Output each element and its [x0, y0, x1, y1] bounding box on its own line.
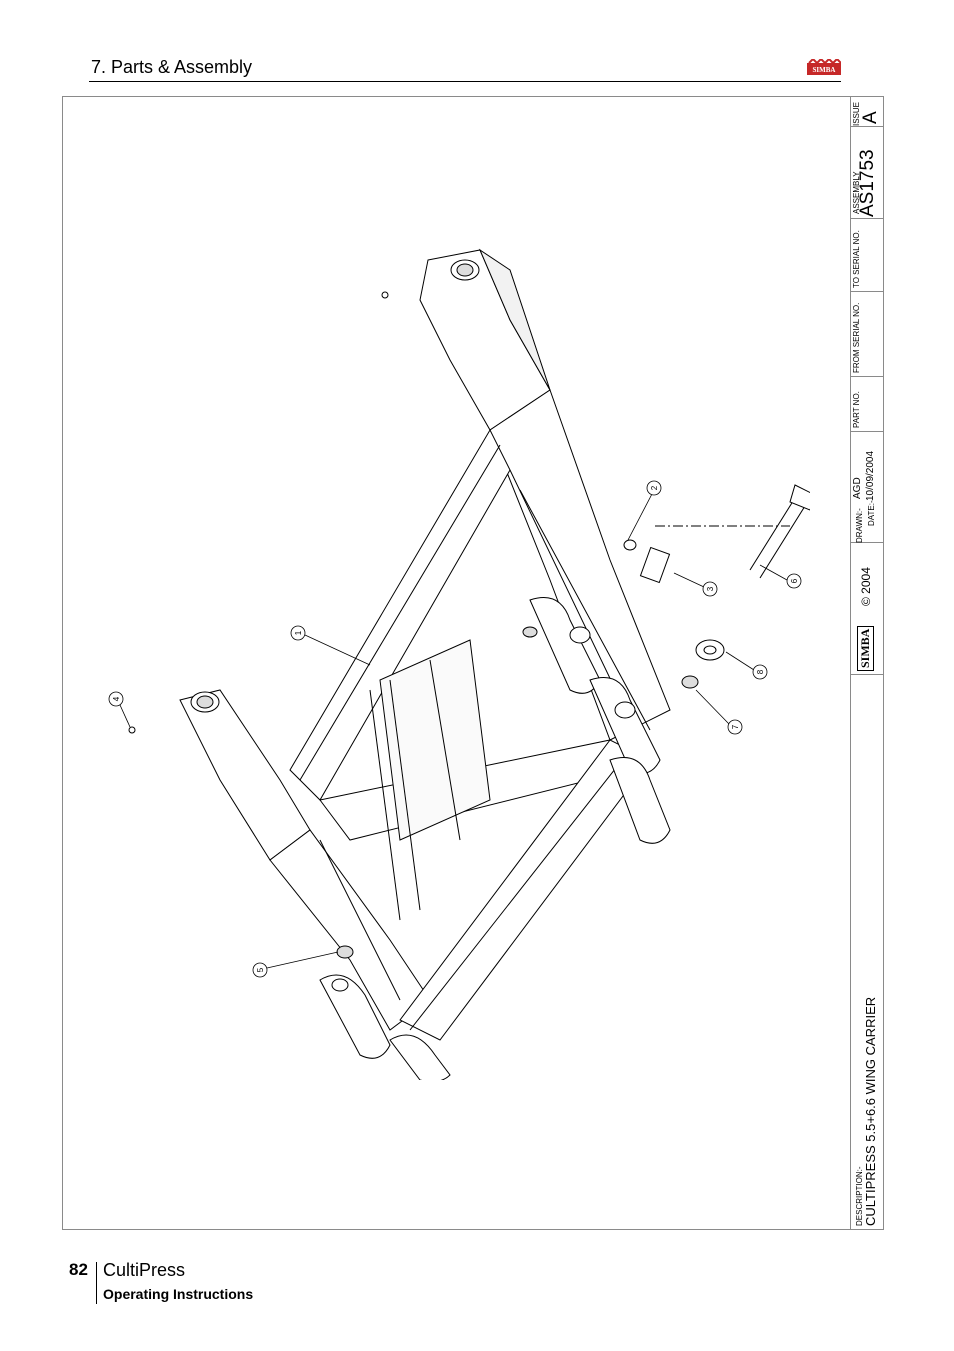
footer-divider: [96, 1262, 97, 1304]
callout-label-7: 7: [731, 724, 740, 729]
callout-2: [646, 480, 662, 496]
simba-logo: SIMBA: [807, 59, 841, 75]
callout-label-5: 5: [256, 967, 265, 972]
description-value: CULTIPRESS 5.5+6.6 WING CARRIER: [863, 996, 878, 1226]
callout-label-3: 3: [706, 586, 715, 591]
part-no-label: PART NO.: [852, 391, 861, 428]
callout-3: [702, 581, 718, 597]
date-label: DATE:-: [867, 500, 876, 526]
simba-brand: SIMBA: [857, 625, 874, 671]
callout-label-1: 1: [294, 630, 303, 635]
callout-label-4: 4: [112, 696, 121, 701]
to-serial-label: TO SERIAL NO.: [852, 230, 861, 288]
callout-1: [290, 625, 306, 641]
title-block: ISSUE A ASSEMBLY AS1753 TO SERIAL NO. FR…: [850, 96, 884, 1230]
copyright: © 2004: [859, 567, 873, 606]
header-divider: [89, 81, 841, 82]
issue-value: A: [860, 111, 881, 124]
section-title: 7. Parts & Assembly: [91, 57, 253, 77]
callout-4: [108, 691, 124, 707]
svg-text:SIMBA: SIMBA: [813, 66, 836, 74]
callout-label-8: 8: [756, 669, 765, 674]
product-name: CultiPress: [103, 1260, 186, 1280]
callout-label-2: 2: [650, 485, 659, 490]
callout-label-6: 6: [790, 578, 799, 583]
page-number: 82: [69, 1260, 88, 1279]
assembly-value: AS1753: [857, 149, 878, 217]
document-subtitle: Operating Instructions: [103, 1286, 254, 1302]
callout-7: [727, 719, 743, 735]
callout-6: [786, 573, 802, 589]
drawing-frame: [62, 96, 884, 1230]
drawn-value: AGD: [852, 477, 863, 499]
wing-carrier-drawing: 1 2 3 4 5 6 7 8: [108, 248, 810, 1080]
date-value: 10/09/2004: [865, 450, 876, 501]
from-serial-label: FROM SERIAL NO.: [852, 302, 861, 373]
callout-5: [252, 962, 268, 978]
callout-8: [752, 664, 768, 680]
drawn-label: DRAWN:-: [855, 508, 864, 543]
